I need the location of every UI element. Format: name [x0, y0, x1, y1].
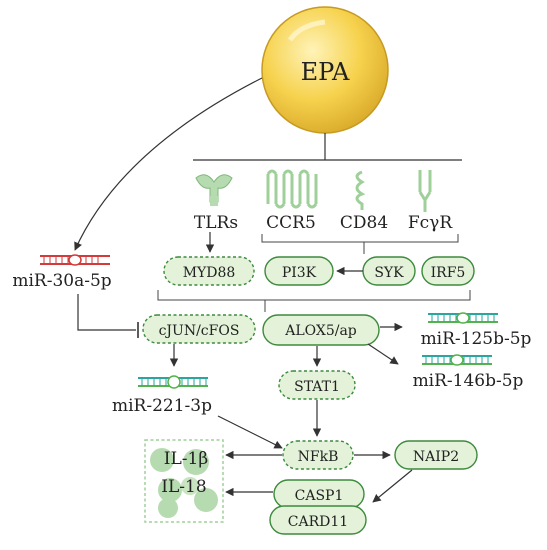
- ccr5-receptor-icon: [266, 169, 318, 209]
- mir146b-hairpin-icon: [422, 354, 492, 366]
- mir146b-label: miR-146b-5p: [413, 371, 524, 391]
- receptor-group-bracket: [261, 234, 459, 243]
- mir221-hairpin-icon: [138, 375, 208, 389]
- signaling-group-bracket: [157, 290, 471, 301]
- cytokine-particle: [158, 478, 182, 502]
- cjun-cfos-node: [142, 314, 256, 344]
- naip2-label: NAIP2: [413, 449, 459, 465]
- stat1-label: STAT1: [294, 379, 340, 395]
- mir125b-hairpin-icon: [428, 312, 498, 324]
- stat1-node: [278, 370, 356, 400]
- myd88-node: [163, 256, 255, 286]
- mir30a-label: miR-30a-5p: [12, 271, 111, 291]
- mir30a-inhibit-line: [77, 294, 136, 331]
- fcgr-receptor-icon: [418, 170, 432, 212]
- alox5-to-mir146b-arrow: [367, 343, 399, 365]
- cytokine-box: IL-1β IL-18: [144, 439, 224, 523]
- cd84-receptor-icon: [355, 170, 366, 210]
- epa-to-mir30a-arrow: [74, 77, 263, 251]
- mir221-label: miR-221-3p: [112, 396, 212, 416]
- naip2-to-casp1-arrow: [372, 469, 413, 503]
- epa-label: EPA: [301, 58, 350, 86]
- cd84-label: CD84: [340, 213, 388, 233]
- cytokine-particle: [183, 449, 209, 475]
- cjun-cfos-label: cJUN/cFOS: [159, 323, 240, 339]
- myd88-label: MYD88: [183, 265, 236, 281]
- cytokine-box-border: [144, 439, 224, 523]
- mir125b-label: miR-125b-5p: [421, 329, 532, 349]
- tlrs-label: TLRs: [194, 213, 238, 233]
- cytokine-particle: [181, 477, 199, 495]
- cytokine-particle: [150, 448, 174, 472]
- fcgr-label: FcγR: [408, 213, 453, 233]
- epa-highlight: [287, 19, 326, 42]
- mir221-to-nfkb-arrow: [217, 415, 283, 449]
- card11-label: CARD11: [288, 514, 348, 530]
- nfkb-label: NFkB: [298, 449, 339, 465]
- syk-label: SYK: [374, 265, 404, 281]
- epa-node: EPA: [261, 6, 389, 134]
- tlr-receptor-icon: [195, 174, 233, 206]
- casp1-label: CASP1: [295, 488, 344, 504]
- nfkb-node: [282, 440, 354, 470]
- card11-node: [269, 505, 367, 535]
- ccr5-label: CCR5: [266, 213, 316, 233]
- il1b-label: IL-1β: [164, 449, 208, 469]
- il18-label: IL-18: [161, 477, 206, 497]
- pi3k-label: PI3K: [282, 265, 317, 281]
- irf5-label: IRF5: [431, 265, 466, 281]
- alox5ap-node: [262, 314, 380, 346]
- mir30a-hairpin-icon: [40, 254, 110, 266]
- pi3k-node: [264, 256, 334, 286]
- irf5-node: [421, 256, 475, 286]
- alox5ap-label: ALOX5/ap: [284, 323, 357, 339]
- cytokine-particle: [158, 498, 178, 518]
- naip2-node: [394, 440, 478, 470]
- cytokine-particle: [194, 488, 218, 512]
